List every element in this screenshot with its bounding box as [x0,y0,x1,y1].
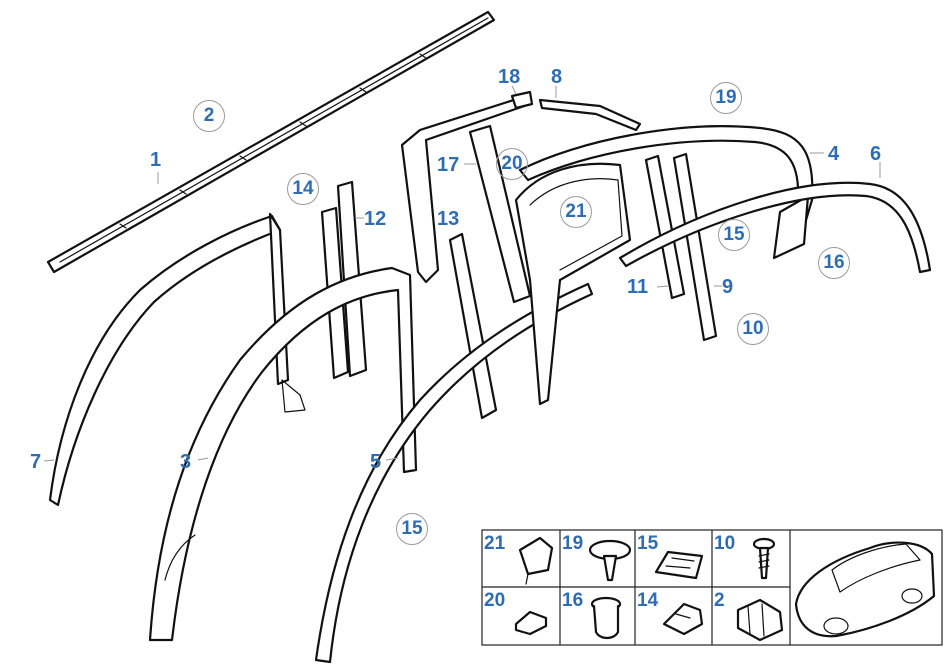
callout-4: 4 [828,143,840,165]
callout-1: 1 [150,149,162,171]
legend-label-21: 21 [484,533,506,554]
bracket-clip-icon [518,536,554,585]
callout-18: 18 [498,66,521,88]
callout-17: 17 [437,154,460,176]
legend-label-14: 14 [637,590,659,611]
callout-3: 3 [180,451,192,473]
legend-label-16: 16 [562,590,584,611]
legend-label-20: 20 [484,590,506,611]
car-silhouette-icon [794,541,936,638]
part-21-rear-door-frame [514,162,632,406]
callout-16: 16 [818,247,850,279]
legend-label-15: 15 [637,533,659,554]
callout-8: 8 [551,66,563,88]
callout-15-upper: 15 [718,219,750,251]
callout-14: 14 [287,173,319,205]
clip-icon [662,602,704,636]
callout-20: 20 [496,148,528,180]
part-9-strip [672,152,718,342]
expanding-rivet-icon [588,539,632,582]
molding-clip-icon [654,550,704,580]
part-3-front-molding [148,266,418,642]
part-18-bracket [510,90,534,110]
callout-7: 7 [30,451,42,473]
callout-9: 9 [722,276,734,298]
part-17-rear-window-frame [400,96,532,304]
pad-icon [514,610,548,636]
legend-label-2: 2 [714,590,725,611]
part-1-roof-strip [46,10,496,274]
part-6-rear-molding [618,181,932,274]
double-clip-icon [736,598,784,642]
part-8-bracket [538,98,642,132]
legend-label-19: 19 [562,533,584,554]
grommet-icon [590,596,622,640]
callout-19: 19 [710,82,742,114]
callout-11: 11 [627,276,649,298]
part-4-rear-arch [518,125,814,260]
part-11-strip [644,154,686,300]
part-13-center-pillar [448,232,498,420]
callout-10: 10 [737,313,769,345]
callout-5: 5 [370,451,382,473]
screw-icon [752,537,776,580]
legend-label-10: 10 [714,533,736,554]
callout-12: 12 [364,208,387,230]
callout-13: 13 [437,208,460,230]
callout-6: 6 [870,143,882,165]
callout-21: 21 [560,196,592,228]
leader-lines [43,85,881,462]
part-5-rear-molding [314,282,594,664]
callout-15-lower: 15 [396,513,428,545]
callout-2: 2 [193,100,225,132]
